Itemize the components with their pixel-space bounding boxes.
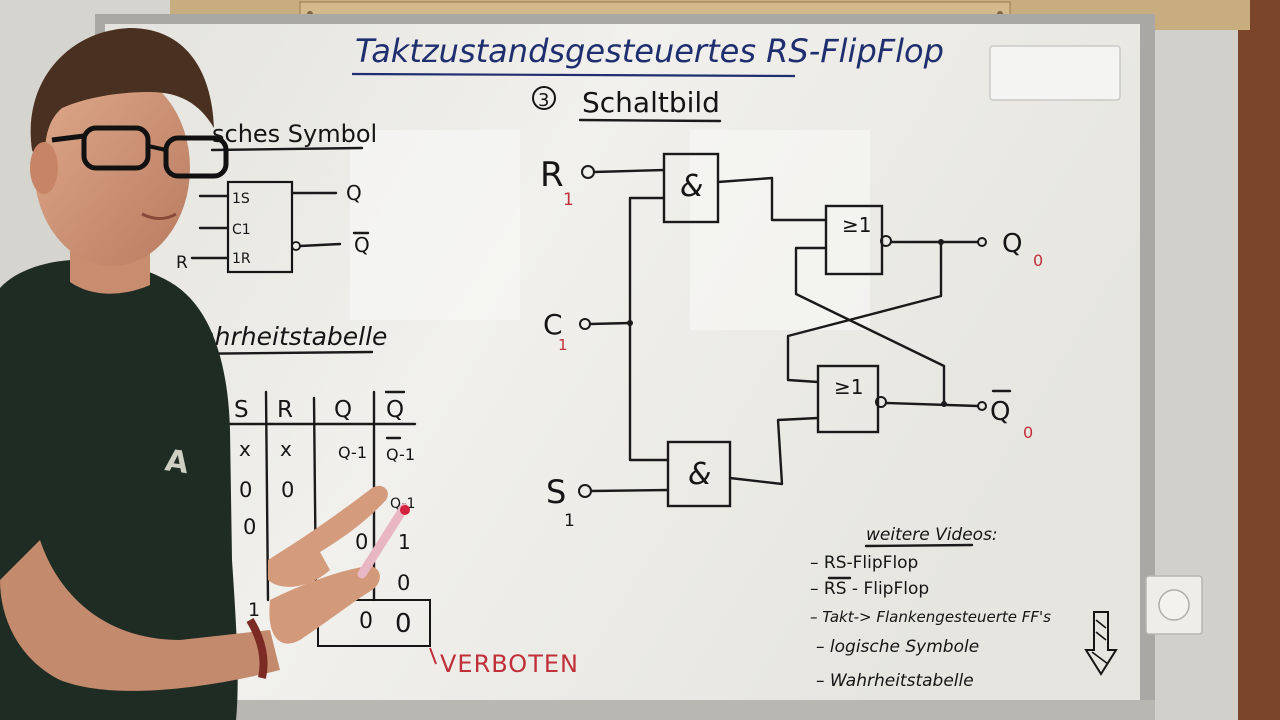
light-reflection xyxy=(690,130,870,330)
and-gate-top-label: & xyxy=(680,169,703,204)
feedback-q xyxy=(786,240,943,384)
input-value-s: 1 xyxy=(564,511,575,531)
symbol-pin-1r: 1R xyxy=(232,251,251,267)
output-terminal-q xyxy=(977,237,987,247)
cell: 0 xyxy=(355,530,368,554)
and-gate-bottom xyxy=(666,440,732,508)
cell: 0 xyxy=(359,609,373,634)
board-title: Taktzustandsgesteuertes RS-FlipFlop xyxy=(355,32,944,70)
hand xyxy=(268,485,388,587)
and-gate-bottom-label: & xyxy=(688,457,711,492)
wire-c xyxy=(588,321,632,326)
input-label-r: R xyxy=(540,155,564,195)
cell: x xyxy=(280,437,292,461)
mouth xyxy=(141,212,177,220)
header-s: S xyxy=(234,397,249,423)
cell: Q-1 xyxy=(338,443,367,462)
marker-pen xyxy=(357,503,409,579)
wire-qbar-out xyxy=(884,401,980,408)
more-videos-item: – RS - FlipFlop xyxy=(810,579,929,599)
output-terminal-qbar xyxy=(977,401,987,411)
cell: 0 xyxy=(281,478,294,502)
table-divider xyxy=(264,390,270,602)
hair xyxy=(30,28,215,176)
light-reflection xyxy=(350,130,520,320)
header-r: R xyxy=(277,397,293,423)
symbol-heading-underline xyxy=(210,146,364,152)
feedback-qbar xyxy=(794,246,946,406)
circuit-diagram xyxy=(578,152,987,508)
cell: 1 xyxy=(248,599,260,621)
cell: 0 xyxy=(395,609,412,639)
board-tray xyxy=(230,700,1155,720)
eraser xyxy=(989,45,1121,101)
wire-clock-bus xyxy=(628,196,670,462)
header-qbar: Q xyxy=(386,397,404,423)
input-value-c: 1 xyxy=(558,336,568,354)
section-underline xyxy=(578,118,722,123)
output-label-qbar: Q xyxy=(990,397,1010,427)
arm xyxy=(0,540,280,691)
marker-tip xyxy=(400,505,410,515)
symbol-output-line xyxy=(298,242,342,248)
wire-and-bottom-out xyxy=(728,416,820,486)
section-title: Schaltbild xyxy=(582,86,720,119)
board-surface xyxy=(105,24,1140,704)
output-value-q: 0 xyxy=(1033,251,1043,270)
cell: 0 xyxy=(243,515,256,539)
symbol-heading: sches Symbol xyxy=(212,120,377,148)
switch-button xyxy=(1158,589,1190,621)
hand xyxy=(269,566,380,644)
more-videos-underline xyxy=(864,543,974,548)
title-underline xyxy=(351,72,796,78)
symbol-pin-1s: 1S xyxy=(232,191,250,207)
cell: x xyxy=(239,437,251,461)
section-number: 3 xyxy=(538,90,549,111)
symbol-pin-c1: C1 xyxy=(232,222,251,238)
more-videos-item: – logische Symbole xyxy=(816,637,979,657)
glasses xyxy=(51,125,229,179)
more-videos-item: – Wahrheitstabelle xyxy=(816,671,974,691)
ear xyxy=(30,142,58,194)
wire-s xyxy=(589,488,670,493)
presenter: A xyxy=(0,28,410,720)
more-videos-heading: weitere Videos: xyxy=(866,525,998,545)
cell: 1 xyxy=(398,530,411,554)
door-frame xyxy=(1238,0,1280,720)
input-label-c: C xyxy=(543,308,563,341)
wire-r xyxy=(592,168,666,174)
symbol-output-q: Q xyxy=(346,181,362,205)
symbol-left-label: R xyxy=(176,253,188,273)
input-label-s: S xyxy=(546,473,566,511)
bracelet xyxy=(246,617,268,679)
shirt-print: A xyxy=(163,443,192,481)
or-gate-bottom-label: ≥1 xyxy=(834,375,863,399)
forbidden-pointer xyxy=(429,647,437,665)
wire-and-top-out xyxy=(716,176,828,222)
more-videos-item: – RS-FlipFlop xyxy=(810,553,918,573)
header-q: Q xyxy=(334,397,352,423)
junction-dot xyxy=(627,320,633,326)
and-gate-top xyxy=(662,152,720,224)
cell: Q-1 xyxy=(386,445,415,464)
symbol-output-qbar: Q xyxy=(354,233,370,257)
cell: 0 xyxy=(397,571,410,595)
or-gate-top-label: ≥1 xyxy=(842,213,871,237)
symbol-negation-bubble xyxy=(291,241,301,251)
section-number-circle xyxy=(532,86,556,110)
output-label-q: Q xyxy=(1002,229,1022,259)
input-value-r: 1 xyxy=(563,190,574,210)
cell: 0 xyxy=(239,478,252,502)
output-value-qbar: 0 xyxy=(1023,423,1033,442)
more-videos-item: – Takt-> Flankengesteuerte FF's xyxy=(810,608,1051,626)
forbidden-label: VERBOTEN xyxy=(440,650,579,678)
down-arrow-icon xyxy=(1084,611,1118,676)
